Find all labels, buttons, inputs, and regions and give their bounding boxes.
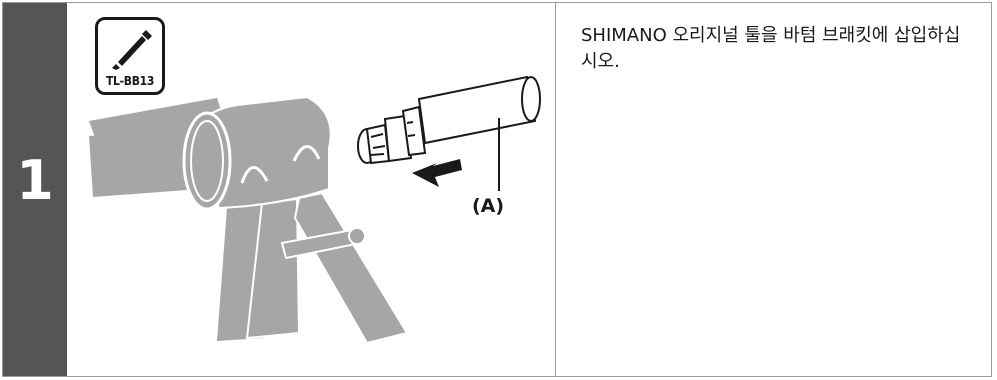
illustration: TL-BB13 (A) [67, 3, 555, 376]
tool-code-label: TL-BB13 [105, 74, 155, 88]
tool-icon [112, 30, 152, 70]
step-card: 1 [2, 2, 992, 377]
callout-label-a: (A) [472, 195, 505, 217]
column-divider [555, 3, 556, 376]
step-number-bar: 1 [3, 3, 67, 376]
instruction-text: SHIMANO 오리지널 툴을 바텀 브래킷에 삽입하십시오. [581, 25, 961, 72]
arrow-left-icon [412, 159, 462, 187]
bottom-bracket-illustration [89, 75, 541, 345]
tool-badge: TL-BB13 [95, 17, 165, 95]
step-number: 1 [16, 149, 54, 212]
